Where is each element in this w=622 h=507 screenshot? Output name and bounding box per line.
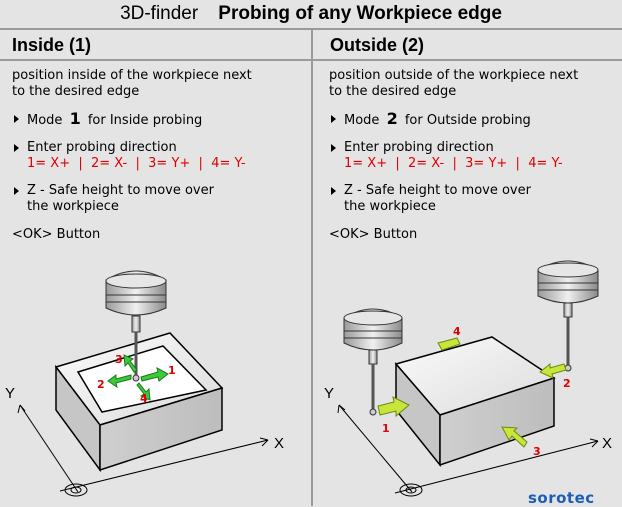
outside-direction-labels: 1 2 3 4 <box>382 325 571 458</box>
outside-arrows <box>377 337 567 448</box>
inside-intro-2: to the desired edge <box>12 84 140 99</box>
outside-direction-item: Enter probing direction 1= X+ | 2= X- | … <box>329 140 619 172</box>
outside-mode-post: for Outside probing <box>404 113 531 128</box>
outside-label-1: 1 <box>382 422 390 435</box>
sorotec-logo: sorotec <box>528 489 595 507</box>
outside-axes <box>337 404 599 497</box>
inside-axis-y: Y <box>5 385 15 402</box>
outside-diagram: Y X 1 2 3 4 <box>324 260 612 497</box>
inside-axes <box>17 404 269 497</box>
outside-mode-pre: Mode <box>344 113 380 128</box>
inside-direction-item: Enter probing direction 1= X+ | 2= X- | … <box>12 140 304 172</box>
outside-mode-item: Mode 2 for Outside probing <box>329 111 619 129</box>
outside-intro-1: position outside of the workpiece next <box>329 68 579 83</box>
outside-axis-x: X <box>602 435 612 452</box>
inside-intro-1: position inside of the workpiece next <box>12 68 252 83</box>
inside-mode-post: for Inside probing <box>87 113 203 128</box>
outside-label-4: 4 <box>453 325 461 338</box>
inside-axis-x: X <box>274 435 284 452</box>
outside-workpiece <box>394 336 556 468</box>
outside-axis-y: Y <box>324 385 334 402</box>
outside-z-2: the workpiece <box>344 199 436 214</box>
inside-workpiece <box>54 332 224 473</box>
divider-center <box>311 30 313 506</box>
inside-dir-values: 1= X+ | 2= X- | 3= Y+ | 4= Y- <box>27 156 246 171</box>
inside-dir-label: Enter probing direction <box>27 140 177 155</box>
inside-mode-num: 1 <box>69 109 81 128</box>
outside-probe-left <box>343 308 403 416</box>
inside-z-item: Z - Safe height to move over the workpie… <box>12 183 304 215</box>
outside-ok-text: <OK> Button <box>329 227 418 242</box>
inside-z-2: the workpiece <box>27 199 119 214</box>
inside-instructions: position inside of the workpiece next to… <box>12 68 304 243</box>
inside-mode-pre: Mode <box>27 113 63 128</box>
inside-label-3: 3 <box>115 353 123 366</box>
inside-diagram: Y X 1 2 3 4 <box>5 270 284 497</box>
inside-heading: Inside (1) <box>12 35 92 55</box>
outside-dir-values: 1= X+ | 2= X- | 3= Y+ | 4= Y- <box>344 156 563 171</box>
inside-label-1: 1 <box>168 364 176 377</box>
divider-top <box>0 28 622 30</box>
outside-intro-2: to the desired edge <box>329 84 457 99</box>
inside-label-2: 2 <box>97 378 105 391</box>
outside-mode-num: 2 <box>386 109 398 128</box>
inside-ok-text: <OK> Button <box>12 227 101 242</box>
title-main: Probing of any Workpiece edge <box>218 3 502 24</box>
inside-mode-item: Mode 1 for Inside probing <box>12 111 304 129</box>
outside-heading: Outside (2) <box>330 35 425 55</box>
title-prefix: 3D-finder <box>120 3 199 24</box>
outside-probe-right <box>537 260 599 372</box>
inside-z-1: Z - Safe height to move over <box>27 183 214 198</box>
outside-z-1: Z - Safe height to move over <box>344 183 531 198</box>
outside-label-3: 3 <box>533 445 541 458</box>
inside-direction-labels: 1 2 3 4 <box>97 353 176 405</box>
page-title: 3D-finder Probing of any Workpiece edge <box>0 0 622 27</box>
outside-dir-label: Enter probing direction <box>344 140 494 155</box>
outside-z-item: Z - Safe height to move over the workpie… <box>329 183 619 215</box>
outside-label-2: 2 <box>563 377 571 390</box>
inside-label-4: 4 <box>140 392 148 405</box>
inside-arrows <box>107 354 169 401</box>
outside-instructions: position outside of the workpiece next t… <box>329 68 619 243</box>
